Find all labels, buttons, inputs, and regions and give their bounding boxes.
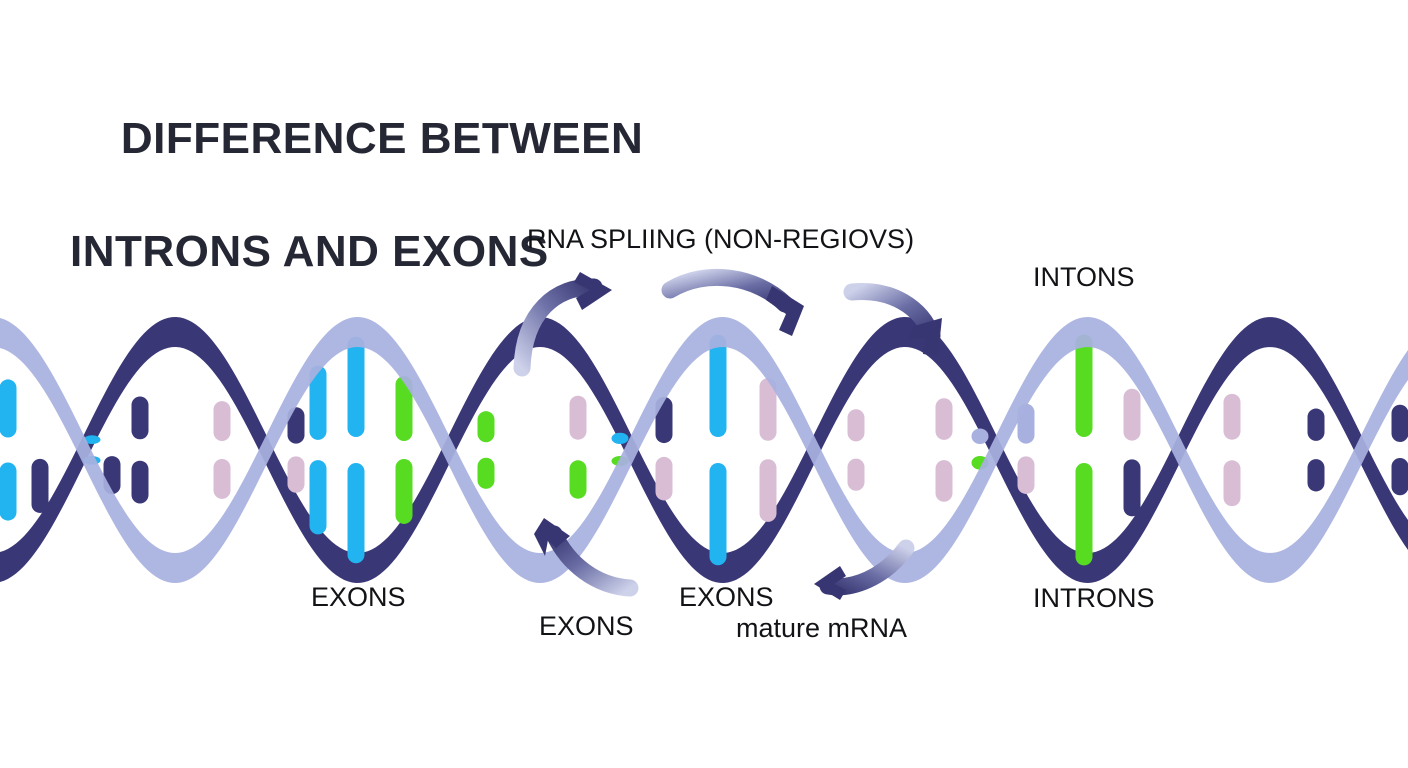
- dna-base-pair-lower: [395, 459, 413, 524]
- dna-base-pair-upper: [395, 376, 413, 441]
- dna-base-pair-lower: [709, 462, 727, 566]
- dna-base-pair-upper: [477, 411, 495, 443]
- dna-base-pair-upper: [1075, 334, 1093, 438]
- dna-base-pair-lower: [1307, 459, 1325, 492]
- label-exons-left: EXONS: [311, 582, 406, 612]
- label-exons-center: EXONS: [679, 582, 774, 612]
- label-rna-splicing: RNA SPLIING (NON-REGIOVS): [527, 224, 915, 254]
- dna-strand-light: [0, 317, 1408, 583]
- dna-base-pair-upper: [309, 365, 327, 440]
- dna-base-pair-lower: [1391, 458, 1408, 496]
- return-arrow-1-icon: [534, 518, 639, 597]
- title-line-2: INTRONS AND EXONS: [70, 226, 549, 276]
- dna-base-pair-upper: [0, 379, 17, 438]
- dna-base-pair-lower: [287, 456, 305, 493]
- dna-base-pair-upper: [1223, 393, 1241, 440]
- dna-base-pair-lower: [1223, 460, 1241, 507]
- dna-base-pair-upper: [213, 401, 231, 442]
- dna-back-strand: [0, 317, 1408, 583]
- dna-base-pair-upper: [759, 378, 777, 441]
- splice-arrow-1-icon: [513, 272, 612, 377]
- dna-base-pair-lower: [131, 460, 149, 504]
- dna-base-pair-upper: [1307, 408, 1325, 441]
- dna-base-pair-lower: [1075, 462, 1093, 566]
- dna-base-pair-lower: [309, 460, 327, 535]
- dna-base-pair-upper: [611, 432, 629, 444]
- splice-arrow-3-icon: [843, 283, 942, 356]
- dna-base-pair-upper: [131, 396, 149, 440]
- dna-base-pair-upper: [1123, 388, 1141, 441]
- dna-base-pair-lower: [347, 462, 365, 564]
- dna-base-pair-lower: [1017, 456, 1035, 494]
- label-mature-mrna: mature mRNA: [736, 613, 908, 643]
- dna-base-pair-upper: [287, 407, 305, 444]
- dna-base-pair-upper: [971, 428, 989, 444]
- dna-base-pair-lower: [477, 457, 495, 489]
- label-introns-bottom-right: INTRONS: [1033, 583, 1155, 613]
- page-title: DIFFERENCE BETWEEN INTRONS AND EXONS: [70, 55, 643, 393]
- label-exons-center-low: EXONS: [539, 611, 634, 641]
- dna-base-pair-lower: [0, 462, 17, 521]
- dna-base-pair-lower: [847, 458, 865, 491]
- dna-base-pair-lower: [655, 456, 673, 501]
- label-intons-top-right: INTONS: [1033, 262, 1135, 292]
- dna-base-pair-lower: [569, 460, 587, 499]
- return-arrow-2-icon: [814, 539, 915, 600]
- dna-base-pair-lower: [1123, 459, 1141, 517]
- dna-base-pair-upper: [709, 334, 727, 438]
- dna-base-pairs: [0, 334, 1408, 566]
- dna-base-pair-upper: [847, 409, 865, 442]
- dna-base-pair-upper: [569, 395, 587, 440]
- dna-base-pair-upper: [935, 398, 953, 440]
- splice-arrow-2-icon: [661, 268, 804, 336]
- dna-front-strand: [0, 317, 1408, 583]
- dna-base-pair-lower: [759, 459, 777, 522]
- dna-base-pair-lower: [31, 458, 49, 513]
- dna-base-pair-lower: [213, 458, 231, 499]
- dna-base-pair-lower: [935, 460, 953, 502]
- dna-base-pair-upper: [83, 435, 101, 444]
- dna-base-pair-upper: [347, 336, 365, 438]
- title-line-1: DIFFERENCE BETWEEN: [120, 114, 644, 164]
- dna-strand-dark: [0, 317, 1408, 583]
- dna-base-pair-upper: [1391, 404, 1408, 442]
